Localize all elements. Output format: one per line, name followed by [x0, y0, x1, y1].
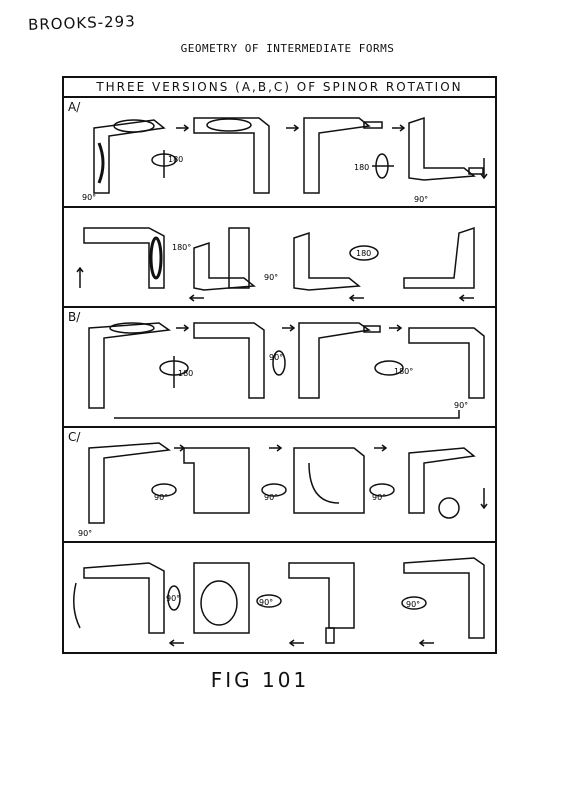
angle-label: 180 [168, 155, 183, 164]
angle-label: 90° [166, 594, 180, 603]
angle-label: 180 [178, 369, 193, 378]
angle-label: 180° [172, 243, 191, 252]
angle-label: 90° [264, 273, 278, 282]
panel-label-b: B/ [68, 310, 81, 324]
panel-b-drawing: 180 90° 180° 90° [88, 322, 485, 419]
angle-label: 180 [354, 163, 369, 172]
angle-label: 90° [406, 600, 420, 609]
angle-label: 90° [264, 493, 278, 502]
angle-label: 90° [78, 529, 92, 538]
panel-c-row2-drawing: 90° 90° 90° [73, 557, 485, 647]
angle-label: 90° [259, 598, 273, 607]
angle-label: 90° [414, 195, 428, 204]
figure-banner: THREE VERSIONS (A,B,C) OF SPINOR ROTATIO… [64, 78, 495, 98]
angle-label: 90° [154, 493, 168, 502]
panel-b: B/ 180 90° 180° 90° [64, 308, 495, 428]
panel-label-c: C/ [68, 430, 81, 444]
panel-a-row1: A/ [64, 98, 495, 208]
panel-c-row2: 90° 90° 90° [64, 543, 495, 656]
angle-label: 180° [394, 367, 413, 376]
angle-label: 90° [82, 193, 96, 202]
angle-label: 90° [454, 401, 468, 410]
figure-caption: FIG 101 [210, 668, 310, 692]
panel-label-a: A/ [68, 100, 81, 114]
panel-a-row2-drawing: 180° 180 90° [76, 226, 475, 302]
panel-a-row2: 180° 180 90° [64, 208, 495, 308]
corner-note: BROOKS-293 [27, 12, 137, 34]
figure-frame: THREE VERSIONS (A,B,C) OF SPINOR ROTATIO… [62, 76, 497, 654]
panel-c-row1: C/ 90° 90° 90° 90° [64, 428, 495, 543]
angle-label: 90° [372, 493, 386, 502]
panel-c-row1-drawing: 90° 90° 90° 90° [78, 442, 488, 538]
panel-a-row1-drawing: 180 180 90° 90° [82, 116, 488, 204]
angle-label: 90° [269, 353, 283, 362]
page-heading: GEOMETRY OF INTERMEDIATE FORMS [180, 42, 395, 55]
angle-label: 180 [356, 249, 371, 258]
